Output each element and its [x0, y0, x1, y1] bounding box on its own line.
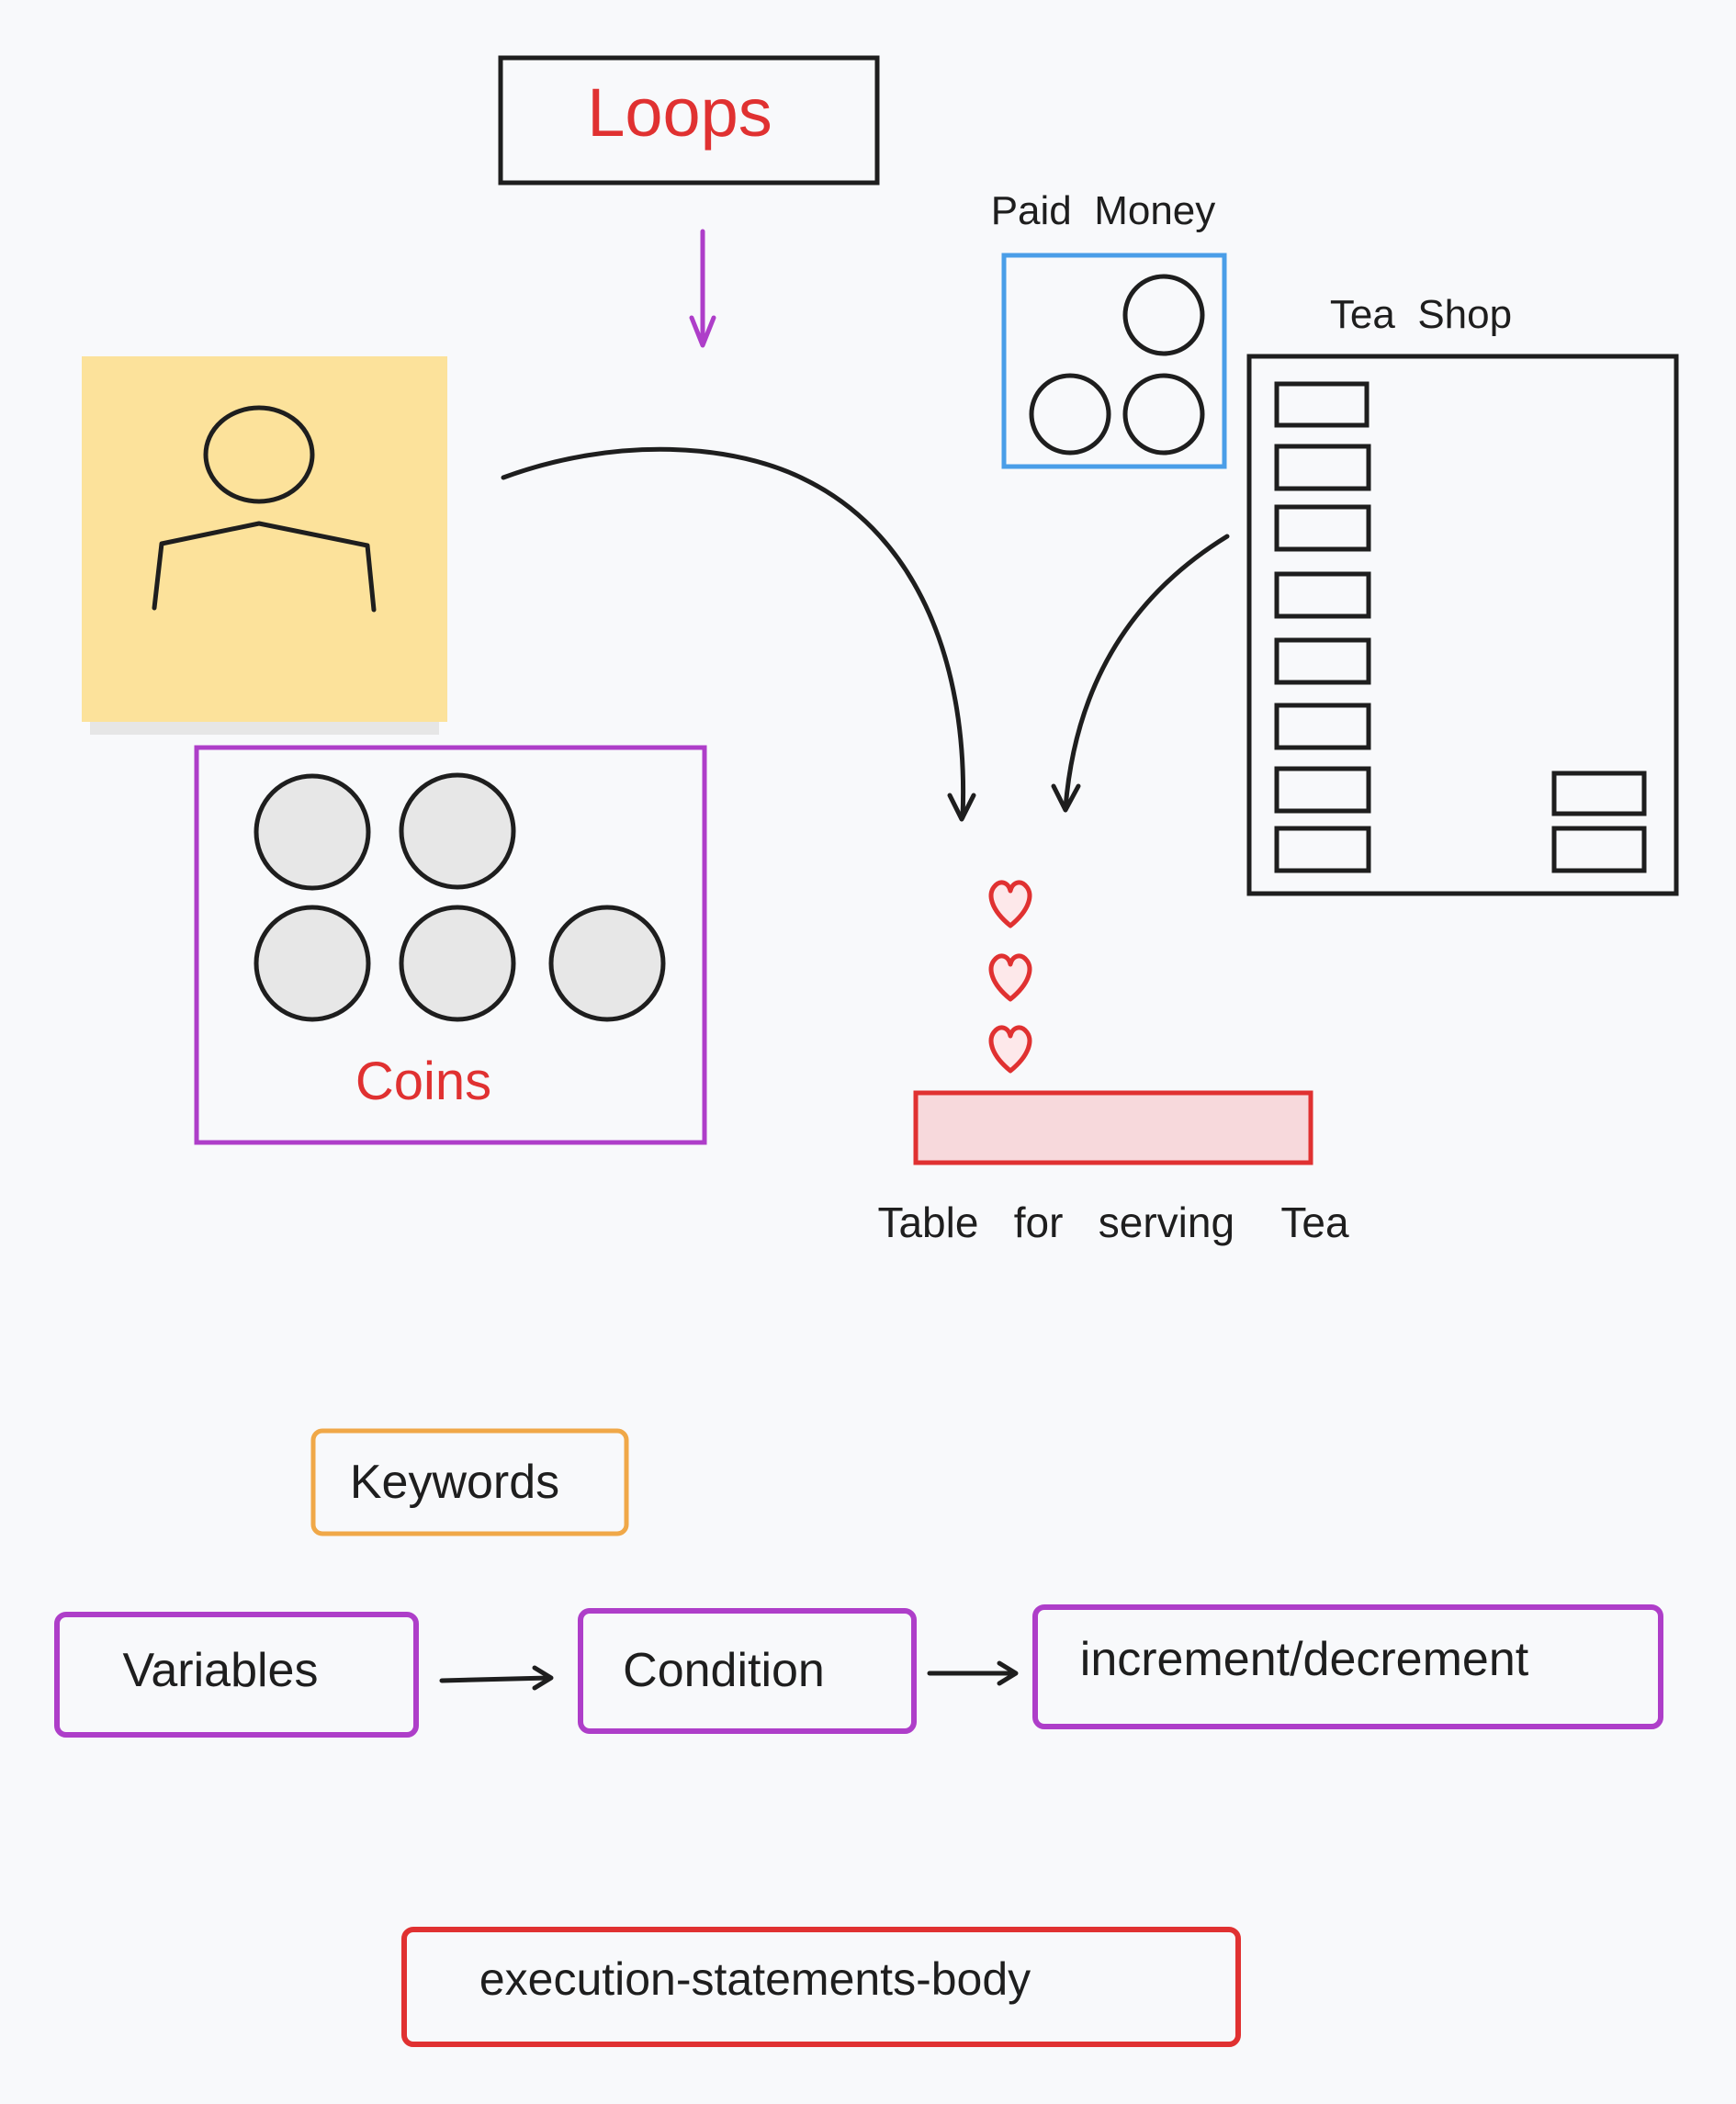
coins-box[interactable]: Coins	[194, 745, 707, 1145]
serving-table-label: Table for serving Tea	[877, 1198, 1348, 1246]
shelf-slot	[1551, 771, 1647, 816]
heart-icon	[991, 883, 1030, 926]
heart-icon	[991, 956, 1030, 999]
coin-icon	[1122, 274, 1205, 356]
person-icon	[152, 405, 377, 613]
increment-decrement-box[interactable]: increment/decrement	[1032, 1604, 1663, 1729]
keywords-label: Keywords	[350, 1456, 559, 1509]
flow-arrow-2-icon	[927, 1660, 1019, 1686]
shelf-slot	[1274, 703, 1371, 750]
heart-icon-group	[991, 883, 1030, 1071]
shelf-slot	[1274, 826, 1371, 873]
coin-icon	[399, 772, 516, 890]
coin-icon	[548, 905, 666, 1022]
coins-label: Coins	[355, 1052, 491, 1111]
coin-icon-group	[254, 772, 666, 1022]
shelf-slot	[1551, 826, 1647, 873]
shelf-slot	[1274, 571, 1371, 619]
execution-body-label: execution-statements-body	[479, 1953, 1031, 2005]
condition-label: Condition	[623, 1644, 825, 1697]
tea-shop-label: Tea Shop	[1330, 292, 1512, 337]
flow-arrow-1-icon	[439, 1665, 554, 1691]
shelf-slot	[1274, 637, 1371, 685]
shelf-icon-group	[1274, 381, 1647, 873]
coin-icon	[399, 905, 516, 1022]
serving-table[interactable]	[913, 1090, 1313, 1165]
down-arrow-icon	[689, 229, 716, 348]
coin-icon	[1029, 373, 1111, 456]
paid-money-label: Paid Money	[991, 188, 1216, 233]
shelf-slot	[1274, 504, 1371, 552]
shelf-slot	[1274, 444, 1371, 491]
tea-shop-box[interactable]	[1246, 354, 1679, 896]
execution-body-box[interactable]: execution-statements-body	[401, 1927, 1241, 2047]
curved-arrow-from-person-icon	[501, 446, 976, 822]
shelf-slot	[1274, 381, 1370, 428]
title-text: Loops	[587, 74, 772, 151]
coin-icon	[254, 905, 371, 1022]
coin-icon	[254, 773, 371, 891]
person-sticky-note[interactable]	[82, 356, 447, 735]
heart-icon	[991, 1028, 1030, 1071]
increment-decrement-label: increment/decrement	[1080, 1633, 1529, 1686]
curved-arrow-from-tea-shop-icon	[1051, 534, 1230, 813]
title-box[interactable]: Loops	[498, 55, 880, 186]
keywords-box[interactable]: Keywords	[310, 1428, 629, 1536]
variables-label: Variables	[123, 1644, 319, 1697]
shelf-slot	[1274, 766, 1371, 814]
paid-money-box[interactable]	[1001, 253, 1227, 469]
variables-box[interactable]: Variables	[54, 1612, 419, 1738]
paid-coin-icon-group	[1029, 274, 1205, 456]
condition-box[interactable]: Condition	[578, 1608, 917, 1734]
coin-icon	[1122, 373, 1205, 456]
